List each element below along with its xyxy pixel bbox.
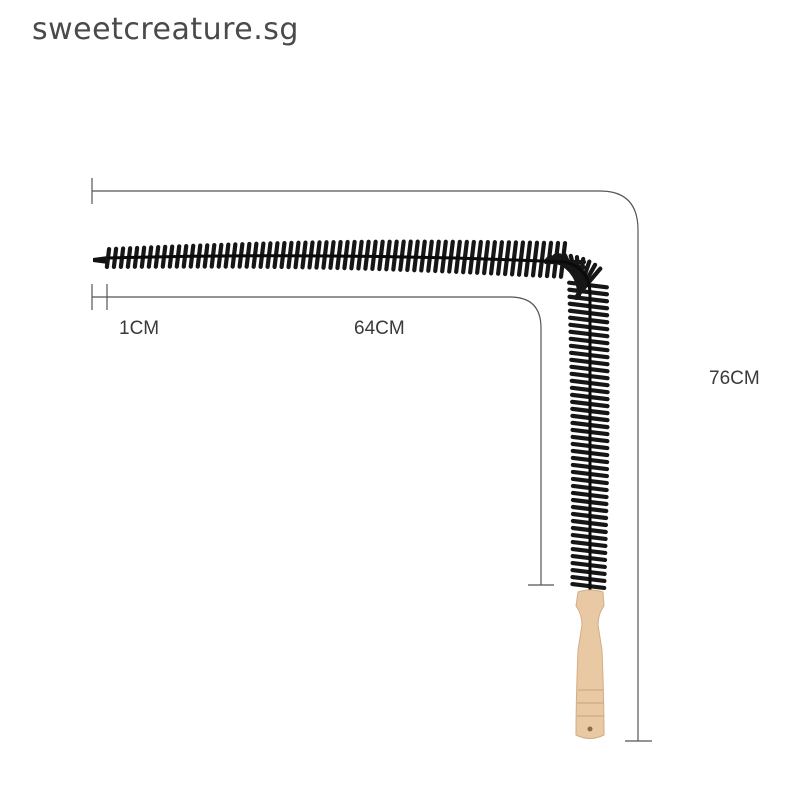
bristle-tuft <box>570 574 607 584</box>
dimension-label-1cm: 1CM <box>119 318 160 339</box>
bristle-tuft <box>567 294 610 304</box>
brush-wire-core <box>107 254 592 590</box>
brush-bristles <box>104 239 610 591</box>
bristle-tuft <box>537 240 547 278</box>
brush-tip <box>93 256 108 264</box>
inner-dimension-line <box>92 296 542 585</box>
bristle-tuft <box>567 301 610 311</box>
outer-dimension-line <box>92 190 639 741</box>
bristle-tuft <box>523 240 533 278</box>
wooden-handle <box>575 589 605 739</box>
brush <box>93 239 610 739</box>
dimension-lines <box>91 178 652 742</box>
dimension-label-76cm: 76CM <box>709 368 760 389</box>
dimension-label-64cm: 64CM <box>354 318 405 339</box>
bristle-tuft <box>567 287 610 297</box>
watermark-text: sweetcreature.sg <box>32 12 299 47</box>
bristle-tuft <box>570 581 607 591</box>
bristle-tuft <box>509 240 519 277</box>
bristle-tuft <box>516 240 526 277</box>
bristle-tuft <box>530 240 540 278</box>
